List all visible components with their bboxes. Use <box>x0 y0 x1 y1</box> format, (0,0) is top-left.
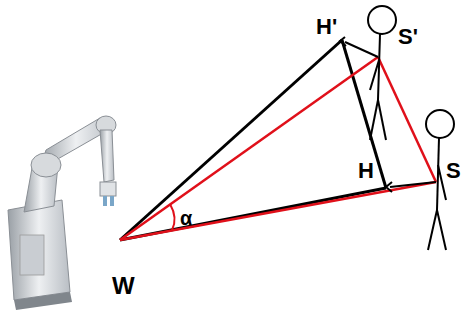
point-label: W <box>112 274 135 298</box>
person-label: S <box>446 160 461 182</box>
red-triangle <box>120 57 436 240</box>
robot-arm <box>8 116 116 310</box>
black-triangle <box>120 40 386 240</box>
hand-label: H' <box>316 16 337 38</box>
stick-figure <box>340 6 396 140</box>
angle-label: α <box>180 208 192 228</box>
stick-figure <box>386 110 454 250</box>
person-label: S' <box>398 26 418 48</box>
hand-label: H <box>358 160 374 182</box>
